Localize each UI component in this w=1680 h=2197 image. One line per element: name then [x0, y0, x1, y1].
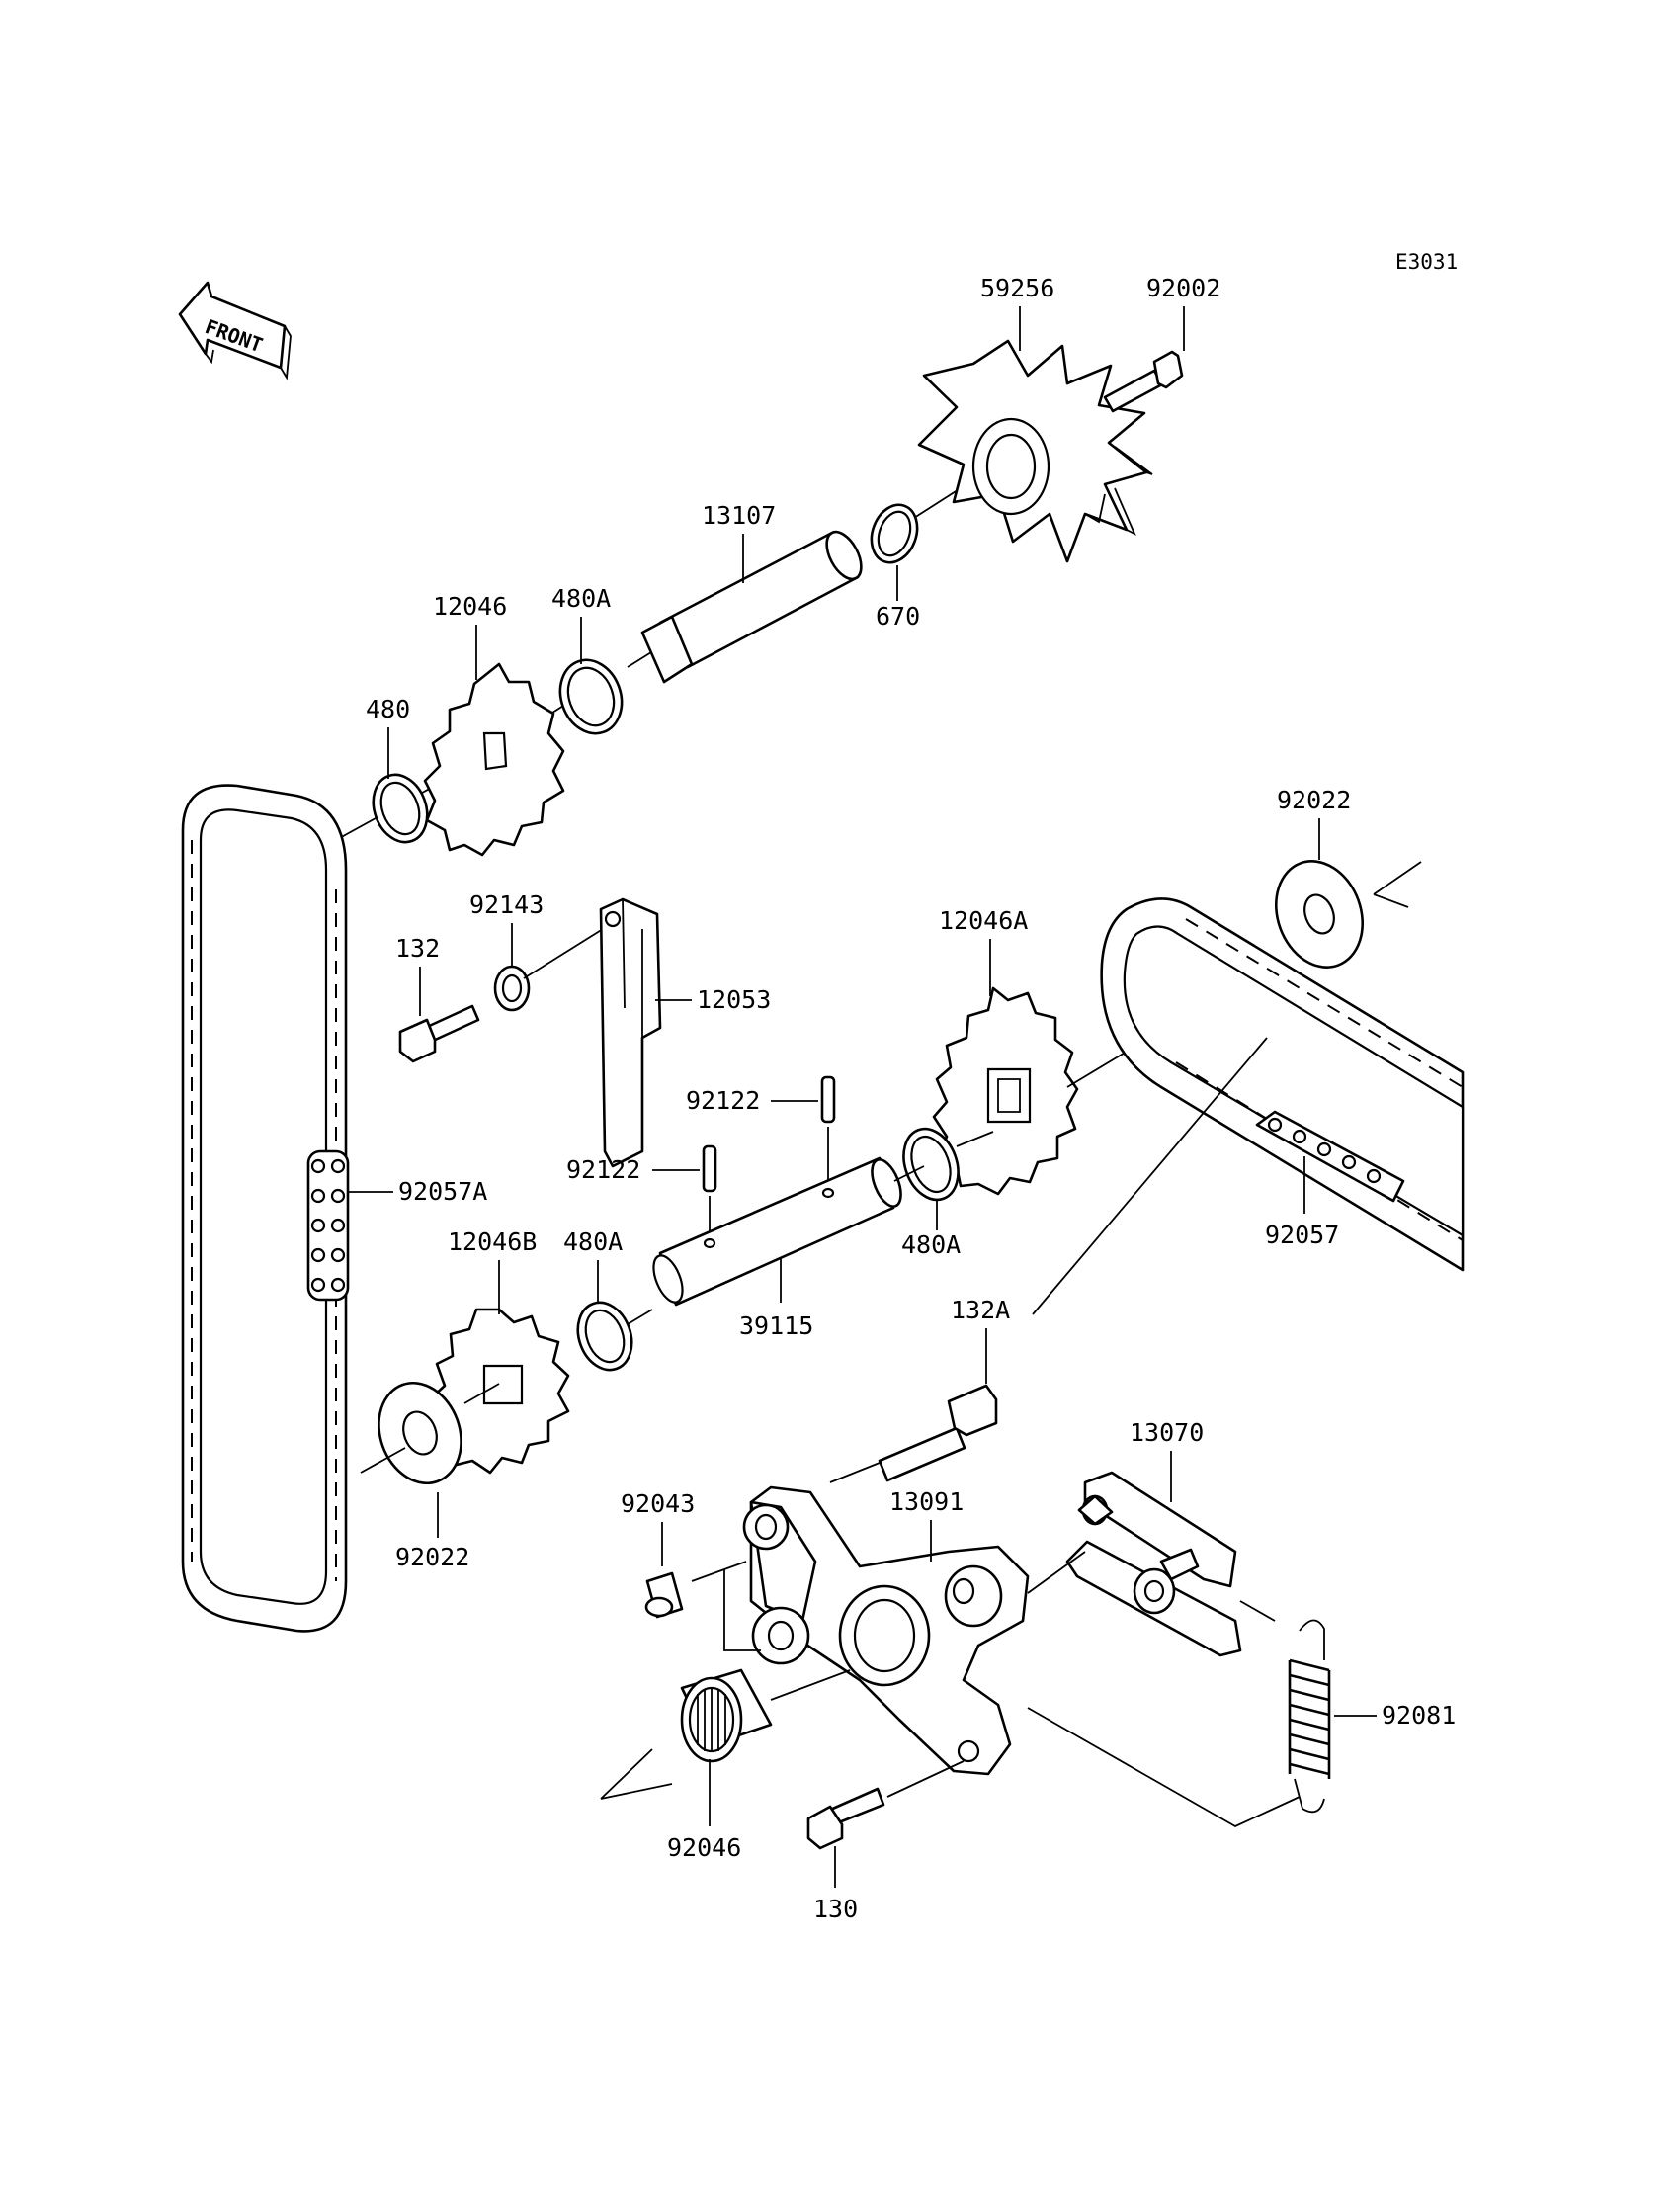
label-12046B: 12046B: [448, 1227, 537, 1256]
callout-labels: 59256 92002 13107 670 12046 480A 480 920…: [348, 274, 1456, 1923]
label-12053: 12053: [697, 985, 771, 1014]
label-92122-lower: 92122: [566, 1155, 640, 1184]
part-92046-needle-bearing: [680, 1668, 773, 1763]
part-39115-shaft: [652, 1156, 902, 1307]
part-480A-circlip-lower: [576, 1301, 633, 1372]
part-12046B-sprocket: [429, 1308, 570, 1475]
part-92122-pin-upper: [820, 1075, 836, 1124]
label-12046A: 12046A: [939, 906, 1028, 935]
part-12046A-sprocket: [932, 986, 1079, 1196]
label-132: 132: [395, 934, 440, 963]
label-670: 670: [876, 602, 920, 631]
label-92057A: 92057A: [398, 1177, 487, 1206]
label-92002: 92002: [1146, 274, 1220, 302]
part-92022-washer-upper: [1274, 860, 1365, 969]
label-92122-upper: 92122: [686, 1086, 760, 1115]
label-480A-middle: 480A: [901, 1230, 961, 1259]
label-130: 130: [813, 1895, 858, 1923]
part-132-bolt: [398, 1004, 480, 1063]
label-92022-lower: 92022: [395, 1543, 469, 1571]
label-13091: 13091: [889, 1487, 964, 1516]
label-132A: 132A: [951, 1296, 1010, 1324]
part-13107-shaft: [640, 530, 863, 684]
part-92057-chain-links: [1255, 1110, 1405, 1203]
part-480-circlip: [372, 773, 429, 844]
part-92057A-chain-links: [306, 1149, 350, 1302]
label-480A-lower: 480A: [563, 1227, 623, 1256]
part-92022-washer-lower: [378, 1381, 462, 1485]
part-130-bolt: [806, 1787, 885, 1850]
label-480: 480: [366, 695, 410, 723]
part-92057A-chain-loop: [181, 784, 348, 1633]
label-92057: 92057: [1265, 1221, 1339, 1249]
front-arrow-icon: FRONT: [178, 281, 292, 380]
label-39115: 39115: [739, 1311, 813, 1340]
part-132A-bolt: [878, 1384, 998, 1482]
part-92122-pin-lower: [702, 1144, 717, 1193]
part-92043-dowel: [644, 1571, 684, 1619]
part-13091-bracket: [742, 1485, 1030, 1776]
part-92081-spring: [1288, 1619, 1331, 1814]
label-92022-upper: 92022: [1277, 786, 1351, 814]
label-92043: 92043: [621, 1489, 695, 1518]
part-13070-slider: [1065, 1471, 1242, 1657]
part-92002-bolt: [1103, 350, 1184, 413]
label-92143: 92143: [469, 890, 544, 919]
label-13070: 13070: [1130, 1418, 1204, 1447]
label-480A-top: 480A: [551, 584, 611, 613]
part-92057-chain-loop: [1100, 897, 1465, 1272]
part-12053-arm: [599, 897, 662, 1168]
label-92046: 92046: [667, 1833, 741, 1862]
label-13107: 13107: [702, 501, 776, 530]
label-92081: 92081: [1382, 1701, 1456, 1730]
label-59256: 59256: [980, 274, 1054, 302]
diagram-code: E3031: [1395, 250, 1458, 274]
label-12046: 12046: [433, 592, 507, 621]
part-59256-cutter-plate: [917, 339, 1153, 563]
part-480A-circlip-top: [558, 658, 624, 735]
part-12046-sprocket: [423, 662, 565, 857]
part-480A-circlip-middle: [902, 1127, 960, 1202]
part-92143-collar: [493, 965, 531, 1012]
